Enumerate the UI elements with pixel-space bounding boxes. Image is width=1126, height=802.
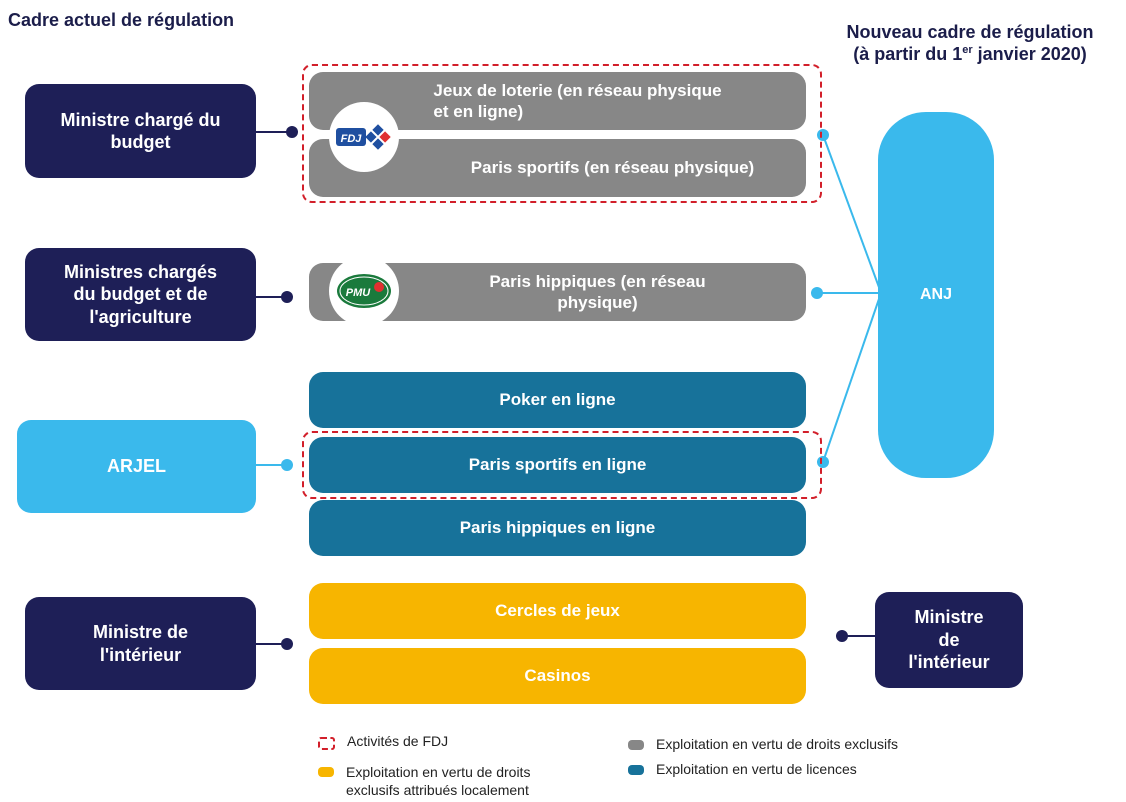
authority-budget-line1: Ministre chargé du [60, 109, 221, 130]
authority-interieur-left-line1: Ministre de [92, 622, 189, 642]
svg-text:FDJ: FDJ [341, 133, 363, 145]
legend-orange-swatch [318, 767, 334, 777]
legend-licences-label: Exploitation en vertu de licences [656, 761, 857, 777]
activity-paris-hippiques-physique-line1: Paris hippiques (en réseau [489, 271, 706, 291]
date-prefix: (à partir du 1 [853, 43, 963, 64]
fdj-logo-icon: FDJ [336, 124, 391, 150]
activity-paris-hippiques-ligne: Paris hippiques en ligne [309, 500, 806, 556]
authority-budget-agri-line3: l'agriculture [89, 306, 192, 327]
activity-poker: Poker en ligne [309, 372, 806, 428]
activity-loterie-line1: Jeux de loterie (en réseau physique [433, 80, 722, 100]
activity-cercles-label: Cercles de jeux [495, 601, 620, 621]
activity-casinos: Casinos [309, 648, 806, 704]
budget-agri-dot [281, 291, 293, 303]
fdj-activities-frame-top [302, 64, 822, 203]
legend-exclusifs-label: Exploitation en vertu de droits exclusif… [656, 736, 899, 752]
legend-local: Exploitation en vertu de droits exclusifs… [318, 763, 530, 799]
svg-text:PMU: PMU [346, 287, 372, 299]
authority-budget-line2: budget [110, 132, 171, 152]
authority-arjel: ARJEL [17, 420, 256, 513]
activity-loterie-line2: et en ligne) [433, 102, 524, 121]
authority-budget-agri-line1: Ministres chargés [63, 261, 218, 282]
activity-paris-sportifs-ligne-label: Paris sportifs en ligne [468, 455, 647, 475]
legend-fdj-label: Activités de FDJ [347, 733, 449, 749]
authority-anj: ANJ [878, 112, 994, 478]
pmu-logo: PMU [329, 256, 399, 326]
legend-local-line1: Exploitation en vertu de droits [346, 764, 531, 780]
activity-poker-label: Poker en ligne [499, 390, 616, 410]
authority-arjel-label: ARJEL [106, 456, 166, 477]
activity-paris-hippiques-ligne-label: Paris hippiques en ligne [459, 518, 656, 538]
budget-dot [286, 126, 298, 138]
legend-gray-swatch [628, 740, 644, 750]
legend-exclusifs: Exploitation en vertu de droits exclusif… [628, 736, 898, 752]
legend-fdj: Activités de FDJ [318, 733, 448, 750]
authority-interieur-left-line2: l'intérieur [99, 644, 182, 665]
date-suffix: janvier 2020) [972, 43, 1087, 64]
new-framework-title-line2: (à partir du 1er janvier 2020) [820, 44, 1120, 66]
new-framework-title: Nouveau cadre de régulation (à partir du… [820, 22, 1120, 65]
legend-licences: Exploitation en vertu de licences [628, 761, 857, 777]
activity-paris-sportifs-physique-label: Paris sportifs (en réseau physique) [470, 158, 755, 178]
authority-interieur-right-line3: l'intérieur [908, 652, 990, 673]
legend-local-line2: exclusifs attribués localement [346, 782, 529, 799]
legend-blue-swatch [628, 765, 644, 775]
fdj-activities-frame-online [302, 431, 822, 499]
authority-interieur-right-line1: Ministre [914, 607, 984, 628]
pmu-logo-icon: PMU [337, 274, 391, 308]
authority-interieur-right-line2: de [938, 629, 960, 650]
anj-pmu-dot [811, 287, 823, 299]
date-superscript: er [962, 43, 973, 56]
fdj-logo: FDJ [329, 102, 399, 172]
interieur-right-dot [836, 630, 848, 642]
activity-casinos-label: Casinos [524, 666, 591, 686]
anj-online-line [822, 295, 881, 463]
activity-paris-hippiques-physique-line2: physique) [557, 293, 638, 312]
authority-anj-label: ANJ [919, 286, 952, 303]
current-framework-title: Cadre actuel de régulation [8, 10, 235, 30]
new-framework-title-line1: Nouveau cadre de régulation [846, 22, 1094, 42]
interieur-left-dot [281, 638, 293, 650]
activity-cercles: Cercles de jeux [309, 583, 806, 639]
legend-local-label: Exploitation en vertu de droits exclusifs… [346, 763, 530, 799]
anj-fdj-line [822, 134, 881, 291]
legend-dashed-swatch [318, 737, 335, 750]
activity-paris-sportifs-ligne: Paris sportifs en ligne [309, 437, 806, 493]
authority-budget-agri-line2: du budget et de [73, 284, 208, 305]
arjel-dot [281, 459, 293, 471]
